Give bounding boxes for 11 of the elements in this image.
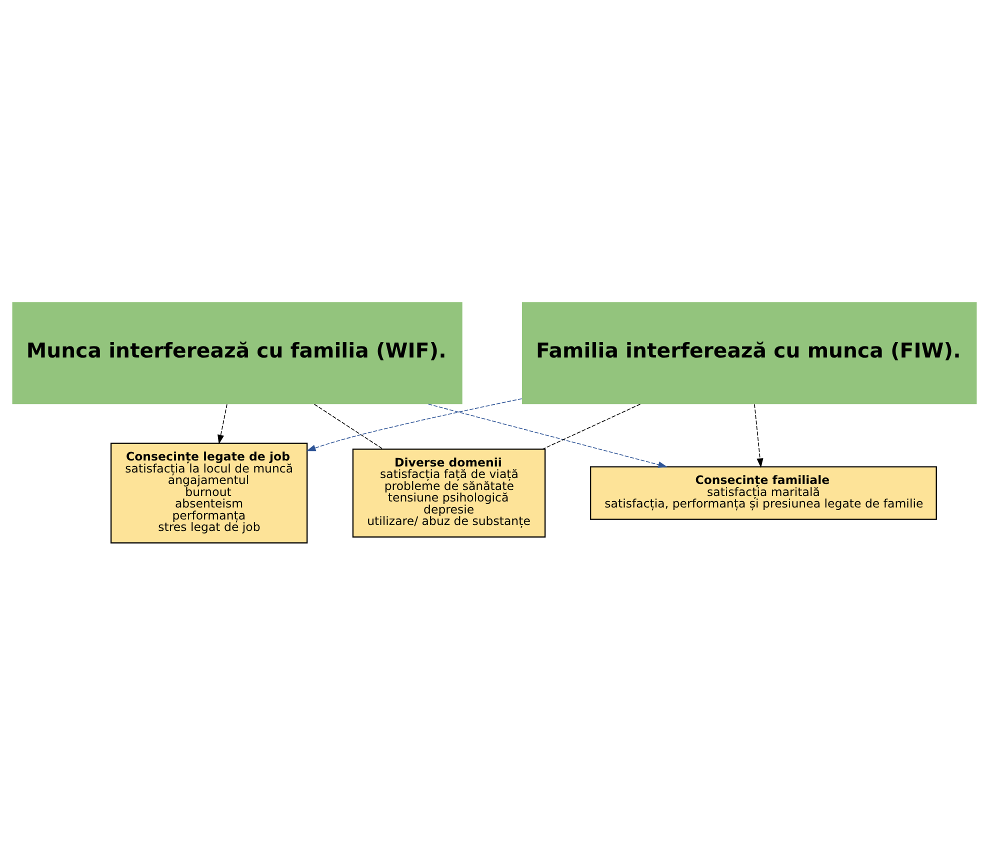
connector <box>313 404 383 450</box>
arrow <box>217 404 227 444</box>
node-box: Munca interferează cu familia (WIF). <box>12 302 462 404</box>
node-box: Diverse domenii satisfacția față de viață probleme de sănătate tensiune psihologică depresie utilizare/ abuz de substanțe <box>352 448 546 538</box>
connector <box>542 404 640 450</box>
arrow <box>754 404 763 468</box>
arrow <box>306 398 522 452</box>
node-box: Familia interferează cu munca (FIW). <box>521 302 976 404</box>
node-box: Consecințe familiale satisfacția maritală satisfacția, performanța și presiunea legate de familie <box>589 466 936 520</box>
arrow <box>427 404 668 468</box>
node-box: Consecințe legate de job satisfacția la locul de muncă angajamentul burnout absenteism performanța stres legat de job <box>110 442 308 544</box>
